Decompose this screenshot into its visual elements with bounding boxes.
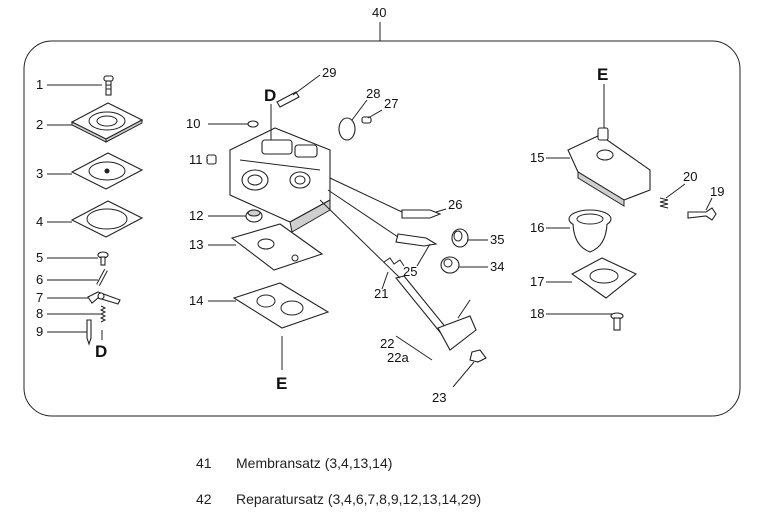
label-part-9: 9 [36, 324, 43, 339]
part-16-bulb [568, 209, 612, 253]
marker-d-body: D [264, 86, 276, 105]
kit-row: 41 Membransatz (3,4,13,14) [196, 455, 616, 475]
label-part-3: 3 [36, 166, 43, 181]
label-part-8: 8 [36, 306, 43, 321]
label-part-7: 7 [36, 290, 43, 305]
label-part-13: 13 [189, 237, 203, 252]
label-part-23: 23 [432, 390, 446, 405]
kit-number: 41 [196, 455, 212, 471]
label-part-2: 2 [36, 117, 43, 132]
part-3-diaphragm [70, 152, 144, 190]
label-part-6: 6 [36, 272, 43, 287]
part-13-plate [230, 223, 324, 271]
part-26-needle [329, 177, 442, 219]
label-part-22a: 22a [387, 350, 409, 365]
marker-e-right: E [597, 65, 608, 84]
label-part-16: 16 [530, 220, 544, 235]
part-28-disc [338, 117, 356, 141]
label-part-14: 14 [189, 293, 203, 308]
part-15-cover [567, 127, 651, 207]
part-6-pin [96, 269, 108, 286]
assembly-number: 40 [372, 5, 386, 20]
label-part-19: 19 [710, 184, 724, 199]
label-part-21: 21 [374, 286, 388, 301]
label-part-22: 22 [380, 336, 394, 351]
kit-description: Membransatz (3,4,13,14) [236, 455, 393, 471]
part-35-cap [451, 228, 469, 248]
part-2-cover [70, 102, 144, 143]
label-part-11: 11 [189, 152, 203, 167]
part-21-spring [383, 257, 405, 267]
label-part-18: 18 [530, 306, 544, 321]
assembly-frame [23, 40, 741, 417]
part-10-seal [247, 120, 259, 128]
part-1-screw [103, 75, 114, 96]
carburetor-body [229, 127, 331, 233]
label-part-26: 26 [448, 197, 462, 212]
part-number-labels: 1 2 3 4 5 6 7 8 9 10 11 12 13 14 15 16 1… [36, 65, 724, 405]
part-23-nut [469, 349, 487, 363]
part-8-spring [99, 305, 107, 323]
label-part-25: 25 [403, 264, 417, 279]
part-14-gasket [232, 282, 330, 329]
part-34-cap [440, 256, 460, 274]
label-part-29: 29 [322, 65, 336, 80]
label-part-15: 15 [530, 150, 544, 165]
kit-description: Reparatursatz (3,4,6,7,8,9,12,13,14,29) [236, 491, 482, 507]
label-part-4: 4 [36, 214, 43, 229]
kit-row: 42 Reparatursatz (3,4,6,7,8,9,12,13,14,2… [196, 491, 616, 511]
label-part-1: 1 [36, 77, 43, 92]
marker-d-left: D [95, 342, 107, 361]
label-part-34: 34 [490, 259, 504, 274]
label-part-28: 28 [366, 86, 380, 101]
part-7-lever [87, 291, 121, 305]
label-part-12: 12 [189, 208, 203, 223]
part-19-screw [687, 207, 717, 221]
part-18-screw [610, 312, 624, 331]
label-part-20: 20 [683, 169, 697, 184]
part-22-shaft [319, 199, 477, 351]
part-27-screw [361, 116, 372, 124]
part-17-retainer [570, 257, 638, 299]
part-25-needle [327, 189, 438, 247]
label-part-35: 35 [490, 232, 504, 247]
label-part-5: 5 [36, 250, 43, 265]
label-part-27: 27 [384, 96, 398, 111]
marker-e-center: E [276, 374, 287, 393]
part-9-needle [86, 319, 92, 346]
part-4-gasket [70, 200, 144, 238]
part-29-pin [276, 91, 300, 108]
label-part-10: 10 [186, 116, 200, 131]
part-12-cap [245, 209, 263, 223]
part-11-plug [206, 154, 217, 165]
part-20-spring [659, 197, 669, 209]
leader-lines [47, 74, 713, 388]
label-part-17: 17 [530, 274, 544, 289]
part-5-screw [97, 251, 109, 266]
kit-number: 42 [196, 491, 212, 507]
